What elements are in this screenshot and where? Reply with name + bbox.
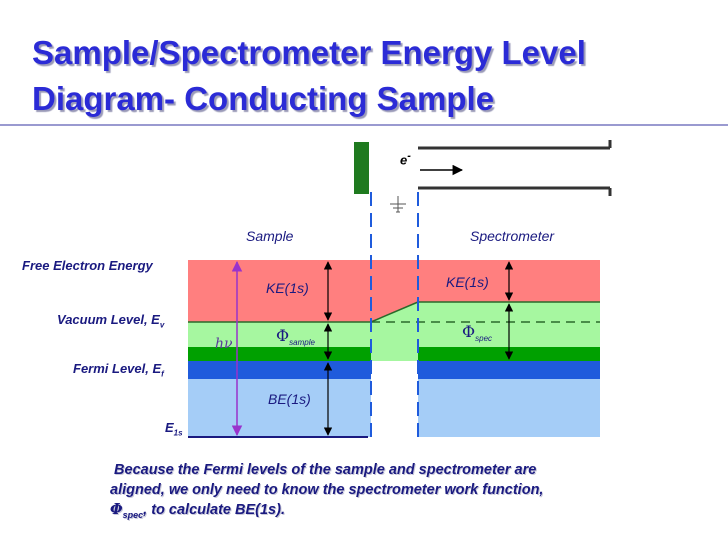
spec-core-region [418,379,600,437]
sample-fermi-blue-band [188,361,371,379]
electron-label: e- [400,150,411,168]
vacuum-level-label: Vacuum Level, Ev [57,312,165,330]
photon-energy-label: hν [215,336,233,352]
ground-icon [390,196,406,213]
caption-line-2: aligned, we only need to know the spectr… [110,482,544,498]
sample-vacuum-region [188,322,371,347]
caption-line-3: Φspec, to calculate BE(1s). [110,501,285,520]
vacuum-slope-line [370,301,419,323]
gap-vacuum-region [371,302,418,361]
sample-ke-label: KE(1s) [266,280,309,296]
binding-energy-label: BE(1s) [268,391,311,407]
sample-heading: Sample [246,228,294,244]
caption: Because the Fermi levels of the sample a… [110,460,630,525]
fermi-level-label: Fermi Level, Ef [73,361,164,379]
spec-work-function-label: Φspec [462,322,493,344]
sample-work-function-label: Φsample [276,326,315,348]
title-line-2: Diagram- Conducting Sample [32,80,495,117]
spectrometer-heading: Spectrometer [470,228,555,244]
caption-line-1: Because the Fermi levels of the sample a… [114,462,537,478]
core-level-label: E1s [165,420,183,438]
title-line-1: Sample/Spectrometer Energy Level [32,34,586,71]
sample-core-region [188,379,371,437]
title-divider [0,124,728,126]
sample-free-region [188,260,371,322]
spec-ke-label: KE(1s) [446,274,489,290]
free-electron-energy-label: Free Electron Energy [22,258,153,273]
spec-fermi-blue-band [418,361,600,379]
sample-plate [354,142,369,194]
slide-title: Sample/Spectrometer Energy Level Diagram… [32,30,712,122]
